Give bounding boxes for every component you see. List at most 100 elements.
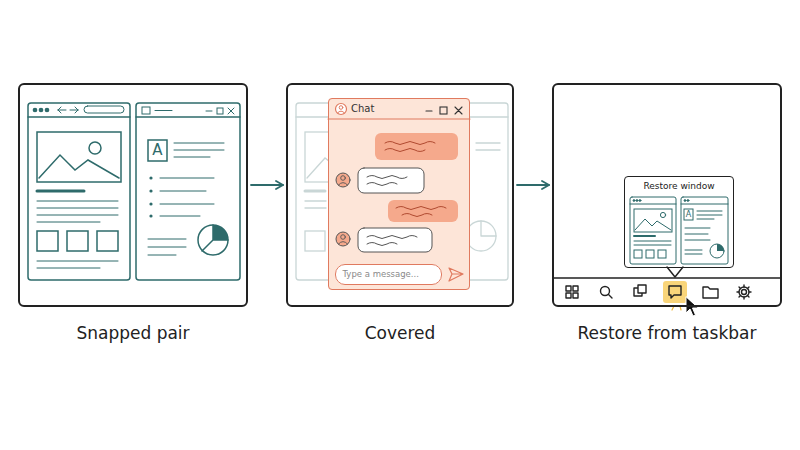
faded-windows-part [305,190,325,193]
screen-panel: CoveredChatType a message... [286,83,514,307]
browser-window-part [39,108,42,111]
chat-window-art-part-part [455,107,462,114]
restore-popup-art-part-part [687,200,689,202]
taskbar-part [573,286,578,291]
document-window-part [174,143,224,157]
browser-window [28,103,130,280]
chat-window-art-part [449,268,463,281]
document-window [136,103,240,280]
taskbar-part [739,287,749,297]
document-window-part [148,140,167,161]
document-window-part [136,116,240,118]
chat-window-art-part [339,106,343,110]
browser-window-part [39,155,119,178]
browser-window-part [89,142,101,154]
faded-windows-part [476,149,500,150]
restore-popup-art-part-part [660,212,665,217]
document-window-part-part [174,143,224,144]
restore-popup-art-part-part [697,215,722,216]
chat-window-art-part [385,142,435,152]
taskbar-part [737,285,751,299]
restore-popup-art-part-part [685,250,702,251]
document-window-part-part [149,214,152,217]
faded-windows-part [466,221,496,251]
document-window-part-part [174,150,224,151]
browser-window-part [84,106,124,113]
restore-popup-art-part-part [697,219,714,220]
restore-popup-art-part-part [634,209,672,232]
flow-arrow [517,184,549,186]
restore-popup-art-part-part [658,250,666,258]
browser-window-part-part [37,222,100,223]
node-text: Restore from taskbar [578,323,757,343]
faded-windows-part [481,221,496,236]
chat-window-art-part [388,200,458,222]
restore-popup-art-part-part [685,240,710,241]
restore-popup-art-part-part [634,241,671,242]
chat-window-art-part [426,107,462,114]
taskbar-part [573,293,578,298]
panel-fills [18,83,782,307]
taskbar-part [703,287,718,298]
flow-arrow [251,184,283,186]
chat-window-art-part-part [426,110,432,111]
chat-window-art-part [341,176,346,181]
document-window-part [136,103,240,280]
browser-window-part-part [37,215,118,216]
restore-popup-art-part-part [634,250,642,258]
document-window-part-part [148,239,186,240]
chat-window-art-part [336,104,347,115]
chat-window-art-part-part [440,107,447,114]
restore-popup-art-part [667,267,683,277]
panel-fills-part [286,83,514,307]
browser-window-part [67,231,88,251]
icon-letter: A [148,143,167,158]
chat-window-art-part [339,242,348,245]
document-window-part-part [149,176,152,179]
taskbar-part [742,290,747,295]
taskbar-part [553,277,781,278]
browser-window-part [28,103,130,280]
taskbar-part [566,286,571,291]
restore-popup-art-part [624,176,734,268]
browser-window-part-part [37,201,118,202]
browser-window-part [37,190,84,193]
restore-popup-art-part-part [634,235,655,237]
restore-popup-art-part-part [636,200,638,202]
node-text: Chat [351,103,374,114]
panel-fills-part [18,83,248,307]
restore-popup-art-part-part [685,228,710,229]
browser-window-part [97,231,118,251]
node-text: Covered [365,323,436,343]
chat-window-art-part [328,98,470,290]
restore-popup-art [624,176,734,277]
document-window-part [155,110,172,111]
message-input: Type a message... [335,264,442,285]
document-window-part-part [160,191,206,192]
taskbar [553,278,781,316]
browser-window-part [28,116,130,118]
chat-window-art-part [341,235,346,240]
restore-popup-art-part-part [646,250,654,258]
document-window-part [217,108,223,114]
document-window-part-part [149,202,152,205]
document-window-part [142,107,150,114]
restore-popup-art-part-part [697,211,722,212]
restore-popup-art-part-part [681,204,728,205]
document-window-part-part [160,204,214,205]
browser-window-part-part [37,208,118,209]
restore-popup-art-part-part [684,209,693,220]
taskbar-part [638,285,646,293]
chat-window-art-part [396,207,446,217]
restore-popup-art-part-part [685,254,702,255]
document-window-part-part [148,247,186,248]
restore-popup-art-part-part [639,200,641,202]
document-window-part [198,225,228,255]
node-text: Type a message... [343,269,419,279]
faded-windows-part [305,207,326,208]
taskbar-part [609,295,613,299]
restore-popup-art-part-part [684,200,686,202]
faded-windows-part [476,142,500,143]
document-window-part-part [174,157,210,158]
